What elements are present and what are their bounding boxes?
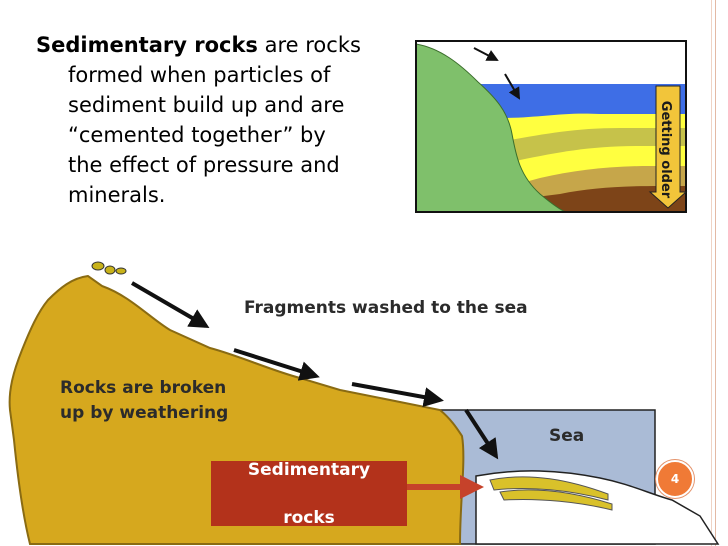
intro-line-1: Sedimentary rocks are rocks — [36, 30, 391, 60]
sea-floor — [475, 470, 720, 545]
sea-sediment-layer-1 — [489, 476, 609, 501]
intro-paragraph: Sedimentary rocks are rocks formed when … — [36, 30, 391, 210]
sea-sediment-layer-2 — [499, 489, 613, 511]
intro-line-5: the effect of pressure and — [68, 153, 340, 177]
fragment-1 — [91, 261, 105, 271]
intro-line-3: sediment build up and are — [68, 93, 345, 117]
fragment-3 — [115, 267, 127, 275]
sedimentary-line-2: rocks — [283, 507, 335, 528]
intro-term: Sedimentary rocks — [36, 33, 258, 57]
page-number-badge: 4 — [656, 460, 694, 498]
intro-line-2: formed when particles of — [68, 63, 331, 87]
sedimentary-line-1: Sedimentary — [247, 459, 371, 480]
arrow-downhill-1 — [130, 281, 210, 329]
fragments-label: Fragments washed to the sea — [244, 298, 528, 318]
intro-line1-rest: are rocks — [257, 33, 361, 57]
intro-line-6: minerals. — [68, 183, 166, 207]
inset-border — [415, 40, 687, 213]
slide-edge-line-inner — [711, 0, 712, 546]
arrow-to-sea — [464, 408, 499, 460]
inset-arrow-1 — [473, 47, 499, 61]
weathering-line-2: up by weathering — [60, 403, 229, 423]
fragment-2 — [104, 265, 116, 275]
sedimentary-rocks-box: Sedimentary rocks — [211, 459, 407, 528]
intro-line-4: “cemented together” by — [68, 123, 326, 147]
rock-fragments — [91, 261, 127, 275]
weathering-line-1: Rocks are broken — [60, 378, 227, 398]
inset-arrow-2 — [504, 73, 521, 100]
inset-land — [415, 43, 567, 213]
arrow-downhill-2 — [233, 348, 320, 381]
getting-older-arrow — [648, 85, 688, 209]
weathering-label: Rocks are broken up by weathering — [60, 376, 250, 426]
slide-edge-line — [715, 0, 716, 546]
arrow-downhill-3 — [351, 382, 444, 407]
sea-label: Sea — [549, 426, 585, 446]
